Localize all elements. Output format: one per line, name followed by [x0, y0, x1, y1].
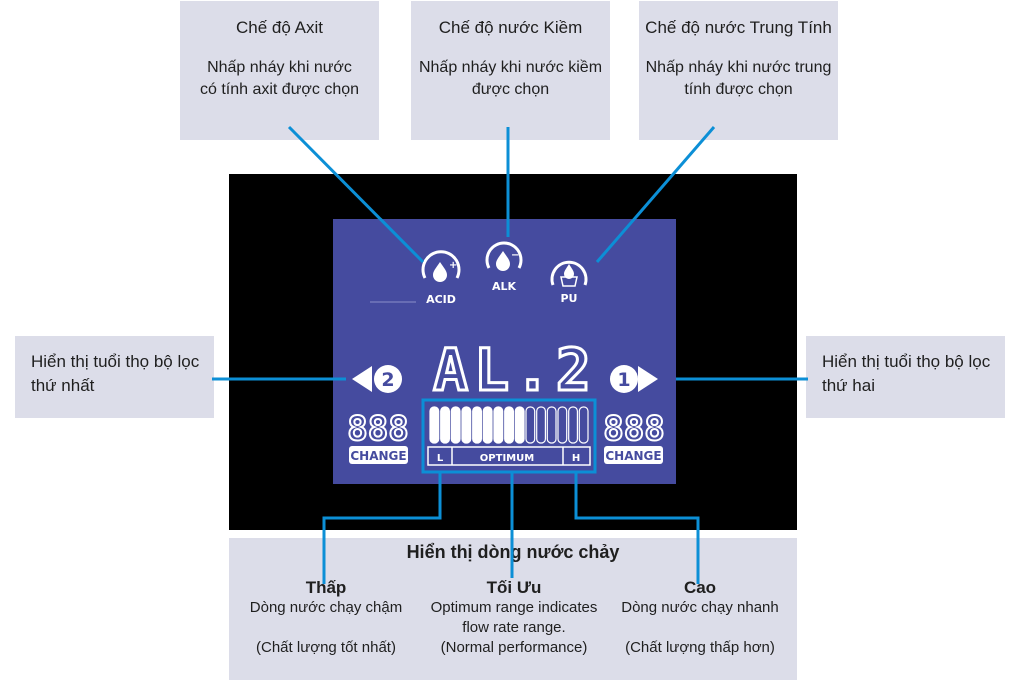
leader-neutral [595, 126, 716, 263]
flow-segment [546, 406, 557, 444]
flow-segment [536, 406, 547, 444]
flow-optimum-heading: Tối Ưu [486, 578, 542, 597]
flow-optimum-desc: Optimum range indicates flow rate range.… [430, 599, 598, 656]
neutral-mode-icon: PU [550, 260, 588, 305]
leader-acid [287, 125, 425, 264]
flow-scale-row: L OPTIMUM H [427, 446, 591, 466]
leader-flow-high [574, 472, 700, 584]
flow-optimum-marker: OPTIMUM [480, 453, 534, 464]
change-label-left: CHANGE [349, 446, 408, 464]
callout-acid-title: Chế độ Axit [236, 18, 323, 37]
main-display-text: AL.2 [433, 336, 597, 404]
filter-left-number: 2 [381, 369, 394, 391]
flow-segment [493, 406, 504, 444]
callout-filter-first: Hiển thị tuổi thọ bộ lọc thứ nhất [15, 336, 214, 418]
callout-acid-mode: Chế độ Axit Nhấp nháy khi nước có tính a… [180, 1, 379, 140]
flow-segment [440, 406, 451, 444]
flow-high-column: Cao Dòng nước chạy nhanh (Chất lượng thấ… [600, 578, 800, 658]
callout-neutral-desc: Nhấp nháy khi nước trung tính được chọn [645, 59, 832, 98]
callout-filter-second: Hiển thị tuổi thọ bộ lọc thứ hai [806, 336, 1005, 418]
leader-lines [212, 125, 808, 584]
svg-text:+: + [449, 260, 457, 271]
left-filter-counter: 888 [347, 409, 408, 449]
pu-mode-label: PU [561, 292, 578, 305]
flow-gauge-bar [429, 406, 589, 444]
filter-right-number: 1 [617, 369, 630, 391]
callout-neutral-mode: Chế độ nước Trung Tính Nhấp nháy khi nướ… [639, 1, 838, 140]
callout-acid-desc: Nhấp nháy khi nước có tính axit được chọ… [199, 59, 360, 98]
flow-low-note: (Chất lượng tốt nhất) [256, 639, 396, 656]
flow-gauge-highlight [421, 398, 597, 474]
flow-segment [482, 406, 493, 444]
flow-segment [557, 406, 568, 444]
flow-segment [514, 406, 525, 444]
filter-second-indicator-left: 2 [352, 365, 402, 393]
flow-segment [461, 406, 472, 444]
flow-high-desc: Dòng nước chạy nhanh [621, 599, 779, 616]
flow-segment [568, 406, 579, 444]
flow-high-note: (Chất lượng thấp hơn) [625, 639, 775, 656]
flow-segment [525, 406, 536, 444]
flow-low-column: Thấp Dòng nước chạy chậm (Chất lượng tốt… [226, 578, 426, 658]
acid-mode-icon: + ACID [421, 250, 461, 306]
flow-segment [450, 406, 461, 444]
svg-text:CHANGE: CHANGE [605, 449, 661, 463]
acid-mode-label: ACID [426, 293, 456, 306]
alkaline-mode-icon: − ALK [485, 241, 523, 293]
flow-high-heading: Cao [683, 578, 717, 597]
flow-segment [578, 406, 589, 444]
filter-first-indicator-right: 1 [610, 365, 658, 393]
right-filter-counter: 888 [603, 409, 664, 449]
flow-segment [429, 406, 440, 444]
flow-low-desc: Dòng nước chạy chậm [249, 599, 403, 616]
svg-text:CHANGE: CHANGE [350, 449, 406, 463]
svg-text:−: − [511, 250, 519, 261]
callout-alkaline-desc: Nhấp nháy khi nước kiềm được chọn [418, 59, 603, 98]
flow-high-marker: H [572, 453, 580, 464]
change-label-right: CHANGE [604, 446, 663, 464]
callout-alkaline-title: Chế độ nước Kiềm [438, 18, 583, 37]
flow-segment [472, 406, 483, 444]
flow-low-marker: L [437, 453, 444, 464]
callout-neutral-title: Chế độ nước Trung Tính [645, 18, 832, 37]
flow-segment [504, 406, 515, 444]
leader-flow-low [322, 472, 442, 584]
callout-alkaline-mode: Chế độ nước Kiềm Nhấp nháy khi nước kiềm… [411, 1, 610, 140]
flow-low-heading: Thấp [305, 578, 347, 597]
alk-mode-label: ALK [492, 280, 517, 293]
flow-optimum-column: Tối Ưu Optimum range indicates flow rate… [414, 578, 614, 658]
